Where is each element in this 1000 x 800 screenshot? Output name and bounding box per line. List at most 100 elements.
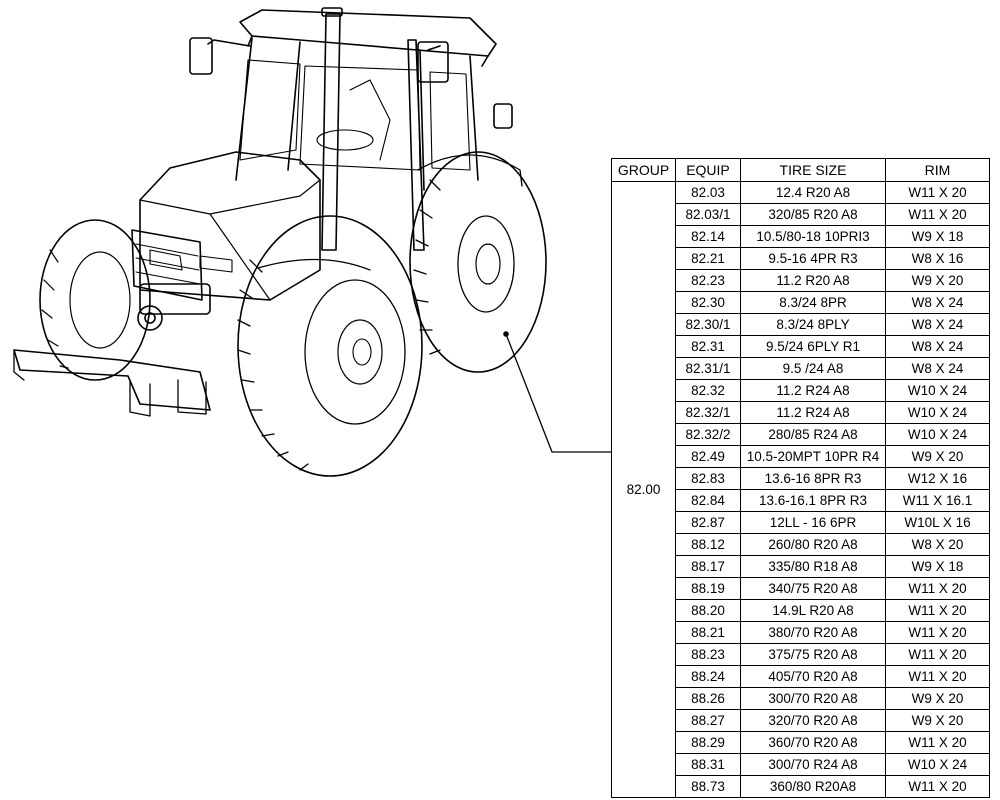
equip-cell: 88.17 — [675, 555, 741, 578]
rim-cell: W10 X 24 — [885, 379, 990, 402]
table-header-row: GROUP EQUIP TIRE SIZE RIM — [611, 158, 990, 182]
tire-size-cell: 9.5/24 6PLY R1 — [740, 335, 886, 358]
equip-cell: 88.29 — [675, 731, 741, 754]
rim-cell: W9 X 20 — [885, 269, 990, 292]
tire-size-cell: 360/70 R20 A8 — [740, 731, 886, 754]
tire-size-cell: 280/85 R24 A8 — [740, 423, 886, 446]
tire-size-cell: 320/85 R20 A8 — [740, 203, 886, 226]
rim-cell: W11 X 20 — [885, 599, 990, 622]
equip-cell: 82.49 — [675, 445, 741, 468]
equip-cell: 82.83 — [675, 467, 741, 490]
tire-size-cell: 8.3/24 8PR — [740, 291, 886, 314]
tire-size-cell: 12LL - 16 6PR — [740, 511, 886, 534]
equip-cell: 82.84 — [675, 489, 741, 512]
equip-cell: 88.21 — [675, 621, 741, 644]
rim-cell: W9 X 18 — [885, 225, 990, 248]
tire-size-cell: 260/80 R20 A8 — [740, 533, 886, 556]
front-right-wheel — [237, 215, 423, 477]
equip-cell: 88.27 — [675, 709, 741, 732]
rim-cell: W10L X 16 — [885, 511, 990, 534]
rim-cell: W10 X 24 — [885, 423, 990, 446]
equip-cell: 82.23 — [675, 269, 741, 292]
rim-cell: W8 X 24 — [885, 291, 990, 314]
tire-size-cell: 335/80 R18 A8 — [740, 555, 886, 578]
left-mirror — [207, 39, 251, 47]
rim-cell: W11 X 20 — [885, 665, 990, 688]
rim-cell: W11 X 16.1 — [885, 489, 990, 512]
front-hitch — [13, 349, 211, 411]
rim-cell: W8 X 20 — [885, 533, 990, 556]
tire-size-cell: 360/80 R20A8 — [740, 775, 886, 798]
tire-size-cell: 12.4 R20 A8 — [740, 181, 886, 204]
right-mirror — [427, 45, 441, 51]
cab-roof — [239, 9, 497, 57]
exhaust-stack — [321, 13, 341, 251]
rim-cell: W9 X 18 — [885, 555, 990, 578]
tire-size-cell: 13.6-16.1 8PR R3 — [740, 489, 886, 512]
equip-cell: 88.73 — [675, 775, 741, 798]
equip-cell: 88.24 — [675, 665, 741, 688]
header-group: GROUP — [611, 158, 676, 182]
tire-size-cell: 8.3/24 8PLY — [740, 313, 886, 336]
equip-cell: 82.30 — [675, 291, 741, 314]
equip-cell: 82.32 — [675, 379, 741, 402]
header-equip: EQUIP — [675, 158, 741, 182]
rim-cell: W11 X 20 — [885, 181, 990, 204]
rim-cell: W8 X 24 — [885, 335, 990, 358]
rear-right-wheel — [409, 151, 547, 373]
equip-cell: 88.20 — [675, 599, 741, 622]
rim-cell: W10 X 24 — [885, 401, 990, 424]
tire-size-cell: 405/70 R20 A8 — [740, 665, 886, 688]
tire-size-cell: 10.5/80-18 10PRI3 — [740, 225, 886, 248]
rim-cell: W11 X 20 — [885, 775, 990, 798]
tire-size-cell: 300/70 R24 A8 — [740, 753, 886, 776]
header-rim: RIM — [885, 158, 990, 182]
tire-size-cell: 14.9L R20 A8 — [740, 599, 886, 622]
tire-size-cell: 9.5-16 4PR R3 — [740, 247, 886, 270]
rim-cell: W11 X 20 — [885, 203, 990, 226]
tire-size-cell: 11.2 R20 A8 — [740, 269, 886, 292]
grille — [131, 229, 203, 301]
tire-size-cell: 375/75 R20 A8 — [740, 643, 886, 666]
equip-cell: 88.31 — [675, 753, 741, 776]
leader-line — [505, 333, 612, 453]
rim-cell: W11 X 20 — [885, 577, 990, 600]
equip-cell: 82.14 — [675, 225, 741, 248]
tire-size-cell: 13.6-16 8PR R3 — [740, 467, 886, 490]
tire-size-cell: 11.2 R24 A8 — [740, 379, 886, 402]
rim-cell: W11 X 20 — [885, 643, 990, 666]
equip-cell: 88.23 — [675, 643, 741, 666]
tire-size-cell: 340/75 R20 A8 — [740, 577, 886, 600]
group-cell: 82.00 — [611, 181, 676, 798]
rim-cell: W9 X 20 — [885, 709, 990, 732]
rim-cell: W11 X 20 — [885, 731, 990, 754]
equip-cell: 88.19 — [675, 577, 741, 600]
equip-cell: 82.32/1 — [675, 401, 741, 424]
equip-cell: 82.03/1 — [675, 203, 741, 226]
rim-cell: W9 X 20 — [885, 445, 990, 468]
equip-cell: 82.31 — [675, 335, 741, 358]
tire-size-cell: 10.5-20MPT 10PR R4 — [740, 445, 886, 468]
tire-size-cell: 300/70 R20 A8 — [740, 687, 886, 710]
rim-cell: W8 X 24 — [885, 313, 990, 336]
rim-cell: W12 X 16 — [885, 467, 990, 490]
